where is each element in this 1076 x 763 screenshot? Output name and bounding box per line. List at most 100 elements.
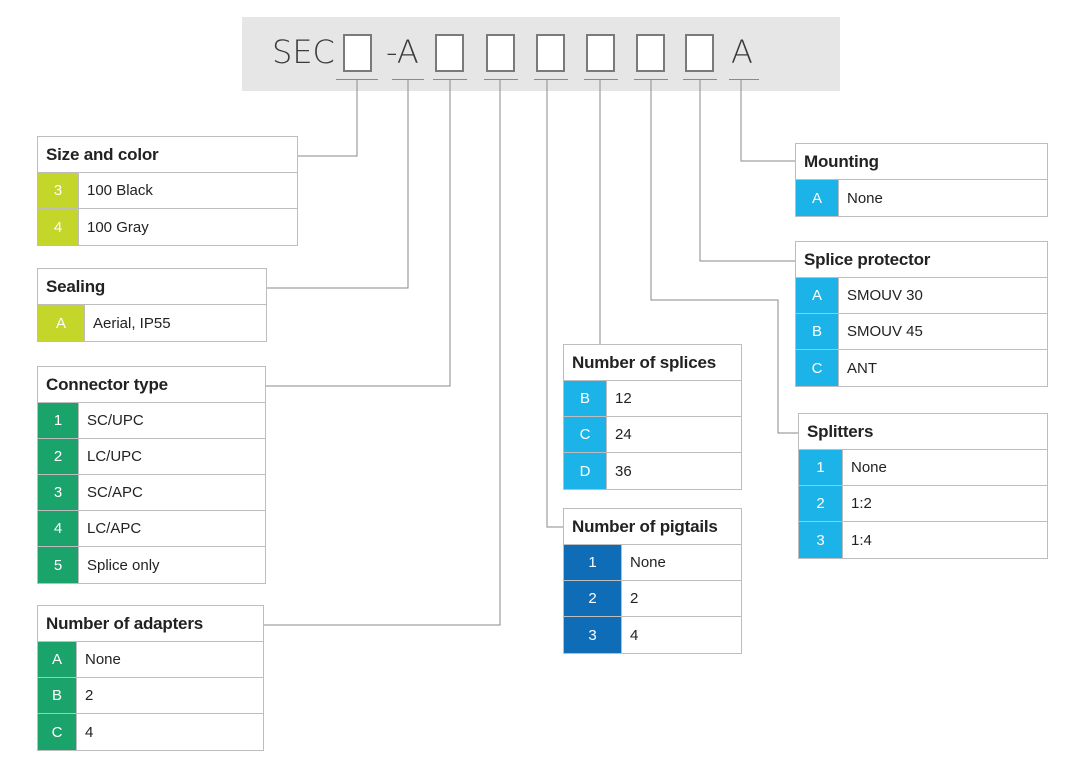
table-row: 1 SC/UPC bbox=[38, 403, 265, 439]
connector-pigtails bbox=[546, 80, 563, 528]
table-splitters: Splitters 1 None 2 1:2 3 1:4 bbox=[798, 413, 1048, 559]
option-code: C bbox=[796, 350, 838, 386]
table-row: 1 None bbox=[564, 545, 741, 581]
option-code: 3 bbox=[38, 173, 78, 208]
underline bbox=[683, 79, 717, 80]
connector-size-color bbox=[298, 80, 358, 157]
slot-size-color bbox=[343, 34, 372, 72]
table-title: Splitters bbox=[799, 414, 1047, 450]
connector-connector-type bbox=[266, 80, 451, 387]
table-row: C 24 bbox=[564, 417, 741, 453]
table-row: A None bbox=[796, 180, 1047, 216]
option-label: 36 bbox=[606, 453, 632, 489]
underline bbox=[634, 79, 668, 80]
option-label: 4 bbox=[621, 617, 638, 653]
option-code: 2 bbox=[799, 486, 842, 521]
connector-sealing bbox=[267, 80, 409, 289]
option-label: None bbox=[76, 642, 121, 677]
underline bbox=[336, 79, 378, 80]
option-code: 2 bbox=[564, 581, 621, 616]
table-row: 3 100 Black bbox=[38, 173, 297, 209]
option-label: ANT bbox=[838, 350, 877, 386]
option-code: 4 bbox=[38, 209, 78, 245]
underline bbox=[584, 79, 618, 80]
option-label: Aerial, IP55 bbox=[84, 305, 171, 341]
table-row: 3 1:4 bbox=[799, 522, 1047, 558]
option-code: 1 bbox=[38, 403, 78, 438]
table-title: Splice protector bbox=[796, 242, 1047, 278]
table-mounting: Mounting A None bbox=[795, 143, 1048, 217]
option-code: B bbox=[564, 381, 606, 416]
option-code: 3 bbox=[38, 475, 78, 510]
table-row: 4 100 Gray bbox=[38, 209, 297, 245]
option-code: A bbox=[38, 305, 84, 341]
option-code: 5 bbox=[38, 547, 78, 583]
slot-splice-protector bbox=[685, 34, 714, 72]
table-number-of-splices: Number of splices B 12 C 24 D 36 bbox=[563, 344, 742, 490]
table-row: 3 4 bbox=[564, 617, 741, 653]
table-size-color: Size and color 3 100 Black 4 100 Gray bbox=[37, 136, 298, 246]
table-row: 1 None bbox=[799, 450, 1047, 486]
table-row: 2 1:2 bbox=[799, 486, 1047, 522]
code-prefix: SEC bbox=[272, 33, 335, 71]
option-code: C bbox=[38, 714, 76, 750]
table-title: Connector type bbox=[38, 367, 265, 403]
table-title: Number of splices bbox=[564, 345, 741, 381]
option-label: 1:4 bbox=[842, 522, 872, 558]
option-code: 2 bbox=[38, 439, 78, 474]
option-label: None bbox=[842, 450, 887, 485]
table-title: Number of adapters bbox=[38, 606, 263, 642]
connector-adapters bbox=[264, 80, 501, 626]
table-row: 4 LC/APC bbox=[38, 511, 265, 547]
table-title: Mounting bbox=[796, 144, 1047, 180]
option-code: A bbox=[38, 642, 76, 677]
underline bbox=[484, 79, 518, 80]
table-title: Number of pigtails bbox=[564, 509, 741, 545]
option-label: 24 bbox=[606, 417, 632, 452]
table-row: 5 Splice only bbox=[38, 547, 265, 583]
table-row: D 36 bbox=[564, 453, 741, 489]
option-label: SMOUV 30 bbox=[838, 278, 923, 313]
option-code: 1 bbox=[564, 545, 621, 580]
table-title: Sealing bbox=[38, 269, 266, 305]
table-row: 3 SC/APC bbox=[38, 475, 265, 511]
option-code: A bbox=[796, 180, 838, 216]
table-number-of-adapters: Number of adapters A None B 2 C 4 bbox=[37, 605, 264, 751]
option-label: 12 bbox=[606, 381, 632, 416]
option-label: 4 bbox=[76, 714, 93, 750]
table-row: A Aerial, IP55 bbox=[38, 305, 266, 341]
option-label: SC/UPC bbox=[78, 403, 144, 438]
option-label: LC/UPC bbox=[78, 439, 142, 474]
slot-adapters bbox=[486, 34, 515, 72]
table-row: A None bbox=[38, 642, 263, 678]
table-row: B 12 bbox=[564, 381, 741, 417]
option-code: B bbox=[38, 678, 76, 713]
table-row: C ANT bbox=[796, 350, 1047, 386]
table-number-of-pigtails: Number of pigtails 1 None 2 2 3 4 bbox=[563, 508, 742, 654]
code-mounting: A bbox=[731, 33, 753, 71]
slot-splices bbox=[586, 34, 615, 72]
slot-splitters bbox=[636, 34, 665, 72]
option-label: 100 Gray bbox=[78, 209, 149, 245]
underline bbox=[392, 79, 424, 80]
table-row: 2 2 bbox=[564, 581, 741, 617]
connector-splitters bbox=[650, 80, 798, 434]
underline bbox=[534, 79, 568, 80]
option-code: 4 bbox=[38, 511, 78, 546]
option-label: Splice only bbox=[78, 547, 160, 583]
connector-splice-protector bbox=[699, 80, 795, 262]
option-code: A bbox=[796, 278, 838, 313]
option-code: 3 bbox=[564, 617, 621, 653]
code-sealing: -A bbox=[386, 33, 419, 71]
table-row: 2 LC/UPC bbox=[38, 439, 265, 475]
option-label: 2 bbox=[621, 581, 638, 616]
table-row: B 2 bbox=[38, 678, 263, 714]
option-label: 1:2 bbox=[842, 486, 872, 521]
table-row: A SMOUV 30 bbox=[796, 278, 1047, 314]
option-label: 100 Black bbox=[78, 173, 153, 208]
table-title: Size and color bbox=[38, 137, 297, 173]
underline bbox=[729, 79, 759, 80]
table-row: C 4 bbox=[38, 714, 263, 750]
option-code: C bbox=[564, 417, 606, 452]
connector-mounting bbox=[740, 80, 795, 162]
